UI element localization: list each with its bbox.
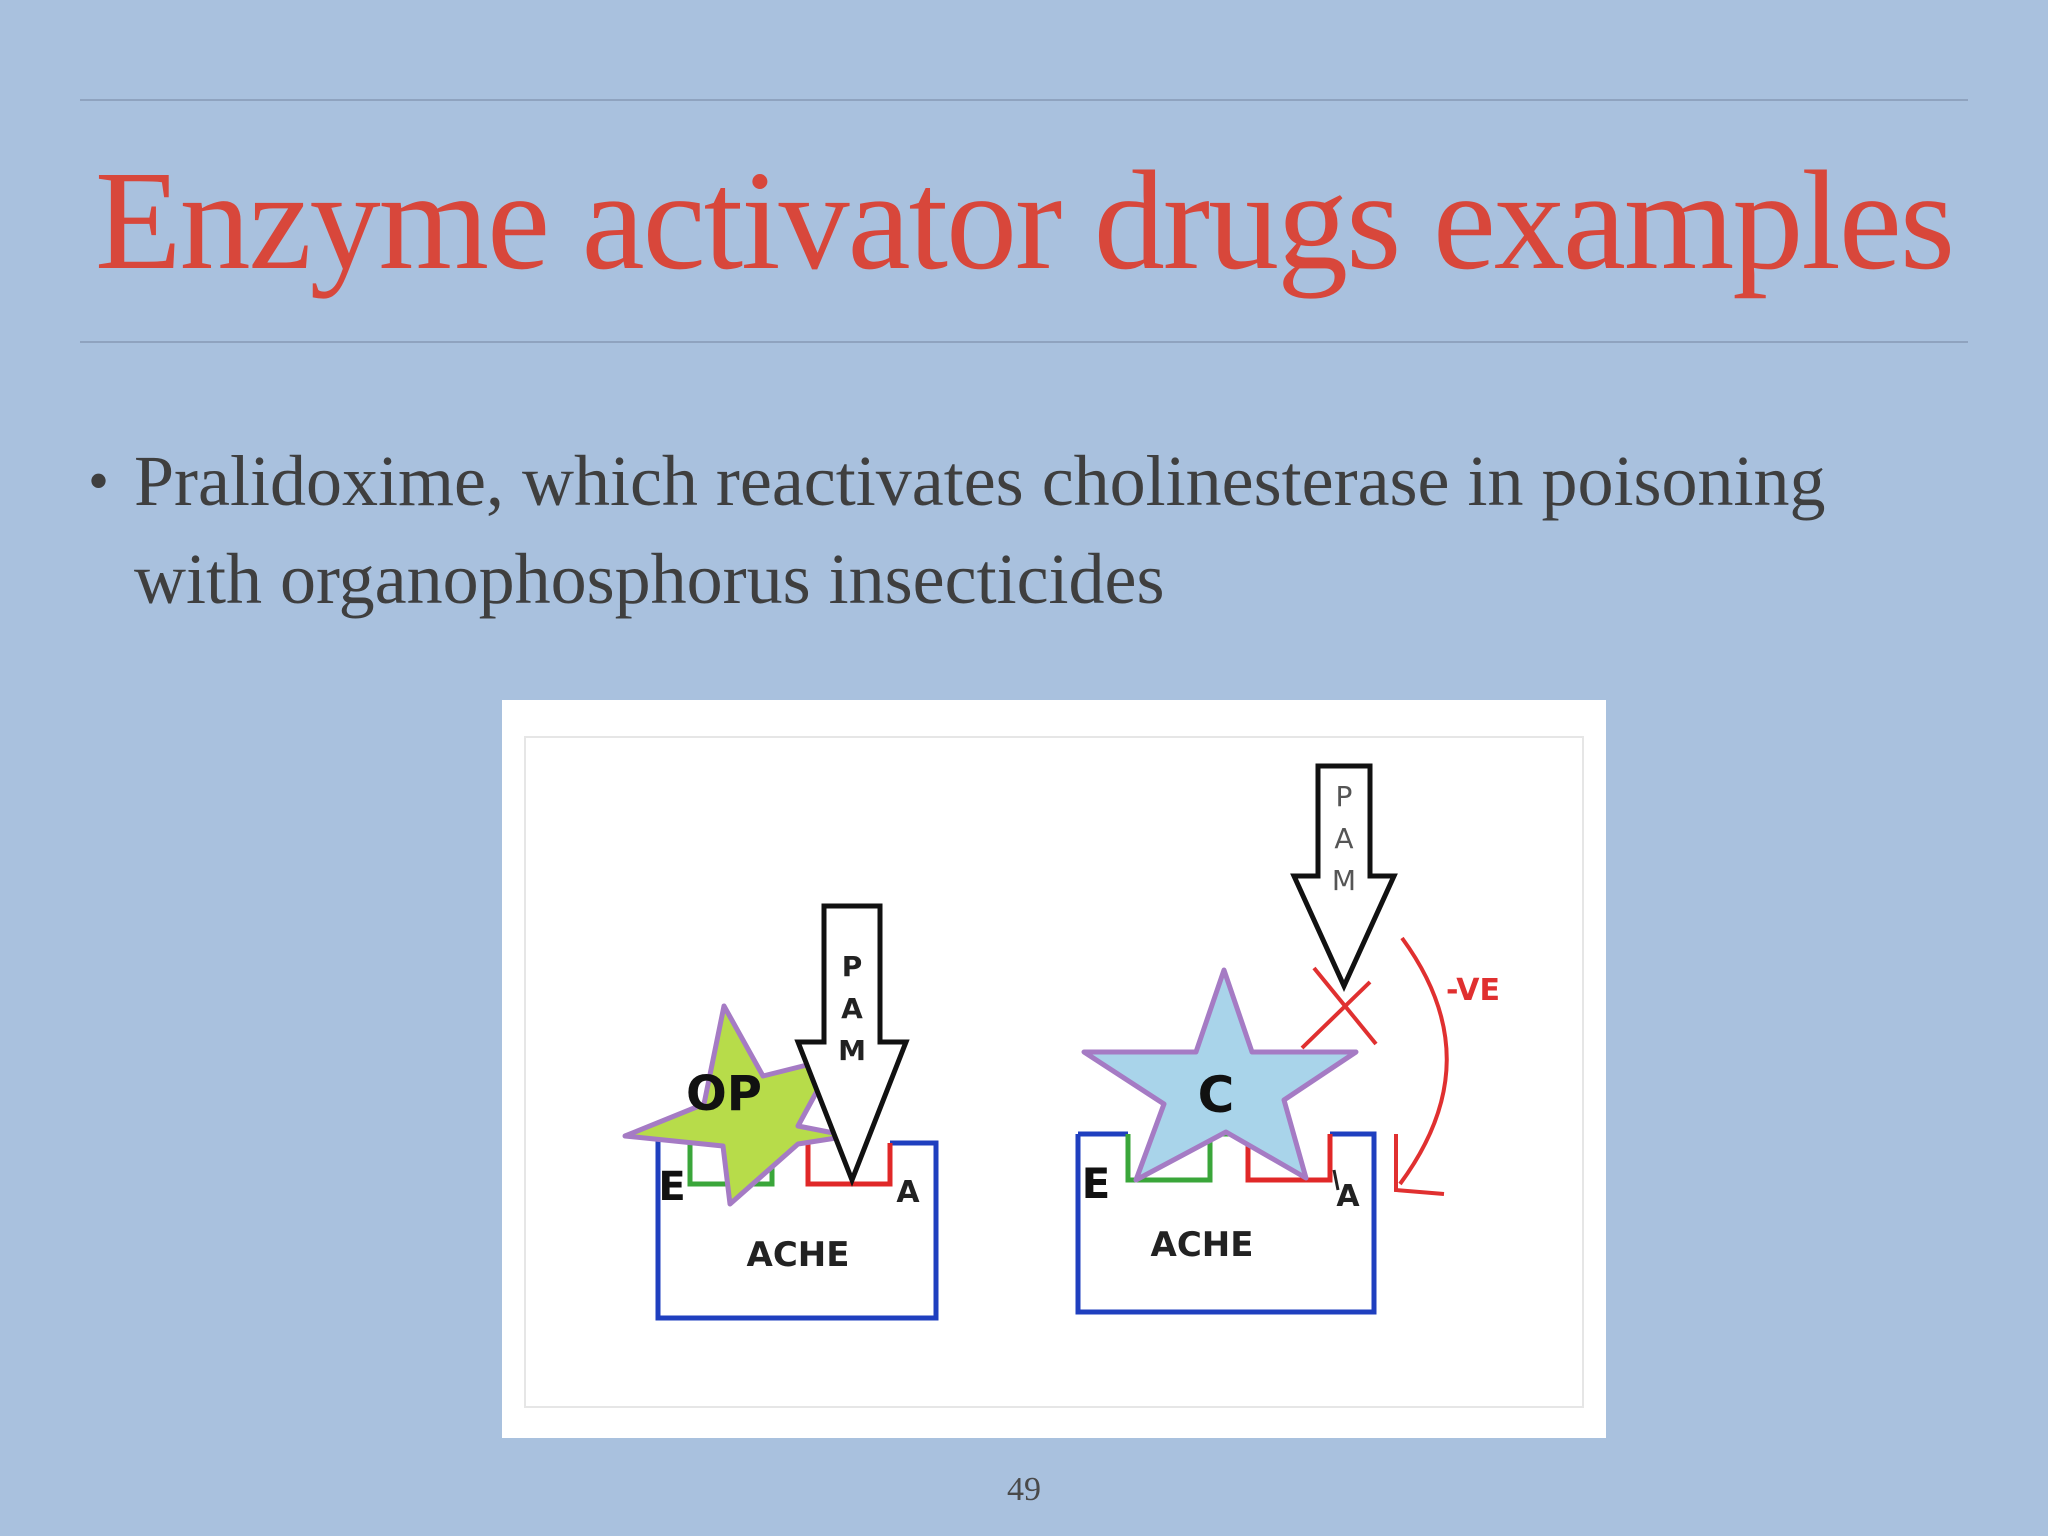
slide-title: Enzyme activator drugs examples bbox=[94, 141, 1955, 299]
negative-effect-arrowhead bbox=[1394, 1134, 1445, 1196]
right-enzyme-block bbox=[1075, 1131, 1377, 1315]
right-pam-letter-a: A bbox=[1334, 822, 1353, 855]
bullet-marker: • bbox=[88, 448, 110, 514]
carbamate-inhibitor-star bbox=[1081, 967, 1359, 1183]
op-label: OP bbox=[686, 1066, 762, 1122]
page-number: 49 bbox=[1007, 1471, 1041, 1508]
pralidoxime-mechanism-figure: OP P A M E A ACHE C P A M bbox=[502, 700, 1606, 1438]
left-enzyme-label: ACHE bbox=[747, 1235, 850, 1275]
bottom-rule bbox=[80, 341, 1968, 343]
carbamate-label: C bbox=[1198, 1066, 1235, 1124]
bullet-list: • Pralidoxime, which reactivates choline… bbox=[88, 432, 1938, 628]
left-anionic-site bbox=[805, 1137, 893, 1187]
blocked-cross-icon bbox=[1300, 966, 1378, 1050]
left-pam-letter-m: M bbox=[838, 1034, 866, 1067]
right-pam-letter-m: M bbox=[1332, 864, 1356, 897]
right-esteratic-label: E bbox=[1082, 1159, 1111, 1208]
mechanism-diagram: OP P A M E A ACHE C P A M bbox=[622, 763, 1500, 1321]
negative-effect-label: -VE bbox=[1446, 973, 1500, 1008]
left-pam-letter-p: P bbox=[842, 950, 863, 983]
right-anionic-site bbox=[1245, 1134, 1333, 1183]
right-pam-arrow bbox=[1290, 763, 1398, 993]
left-pam-letter-a: A bbox=[841, 992, 863, 1025]
negative-effect-curve bbox=[1398, 936, 1449, 1186]
figure-frame bbox=[524, 736, 1584, 1408]
right-pam-letter-p: P bbox=[1336, 780, 1353, 813]
right-panel: C P A M -VE E A ACHE bbox=[1075, 763, 1500, 1315]
left-anionic-label: A bbox=[896, 1175, 920, 1210]
right-enzyme-label: ACHE bbox=[1151, 1225, 1254, 1265]
left-esteratic-label: E bbox=[658, 1164, 685, 1210]
left-enzyme-block bbox=[655, 1137, 939, 1321]
right-anionic-tick bbox=[1332, 1169, 1340, 1191]
bullet-text: Pralidoxime, which reactivates cholinest… bbox=[134, 441, 1826, 619]
top-rule bbox=[80, 99, 1968, 101]
bullet-item: • Pralidoxime, which reactivates choline… bbox=[88, 432, 1938, 628]
left-panel: OP P A M E A ACHE bbox=[622, 903, 939, 1321]
right-anionic-label: A bbox=[1336, 1179, 1360, 1214]
left-pam-arrow bbox=[794, 903, 910, 1187]
